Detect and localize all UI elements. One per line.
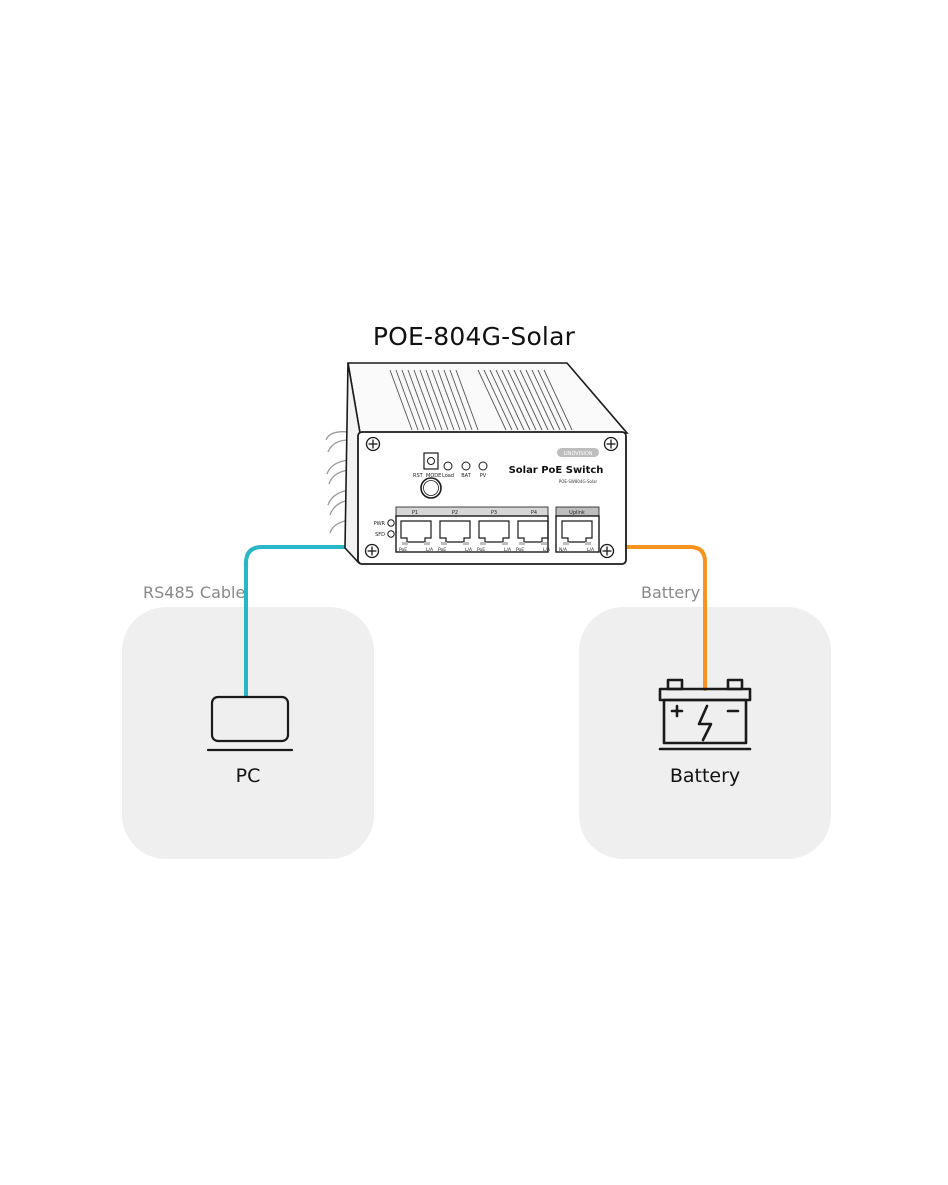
port-p1-poe: PoE [399, 547, 407, 553]
led-bat-icon [461, 461, 471, 471]
device-name: Solar PoE Switch [509, 465, 604, 476]
mode-button-icon [420, 477, 442, 499]
uplink-na: N/A [559, 547, 568, 553]
rs485-cable-label: RS485 Cable [143, 583, 246, 602]
battery-cable [620, 545, 707, 691]
led-pwr-label: PWR [374, 521, 386, 527]
port-p4-la: L/A [543, 547, 551, 553]
port-label-p3: P3 [491, 510, 497, 516]
port-header-bar [395, 506, 549, 517]
screw-icon [364, 436, 619, 559]
port-label-p4: P4 [531, 510, 537, 516]
port-p4-poe: PoE [516, 547, 524, 553]
brand-text: LINOVISION [563, 451, 592, 457]
reset-button-icon [423, 452, 439, 470]
brand-badge [557, 448, 599, 457]
battery-label: Battery [669, 765, 741, 787]
laptop-icon [206, 695, 294, 752]
uplink-la: L/A [587, 547, 595, 553]
port-p1-la: L/A [426, 547, 434, 553]
reset-button-label: RST [413, 473, 424, 479]
port-p2-la: L/A [465, 547, 473, 553]
port-p2-poe: PoE [438, 547, 446, 553]
port-p3-poe: PoE [477, 547, 485, 553]
led-pv-label: PV [480, 473, 487, 479]
led-pwr-icon [387, 519, 395, 527]
battery-cable-label: Battery [641, 583, 701, 602]
poe-switch-device: RST MODE Load BAT PV LINOVISION Solar Po… [325, 362, 629, 565]
rs485-cable [244, 545, 360, 699]
pc-label: PC [235, 765, 261, 787]
device-model: POE-SW804G-Solar [559, 479, 598, 484]
diagram-title: POE-804G-Solar [372, 322, 576, 351]
port-p3-la: L/A [504, 547, 512, 553]
battery-icon [658, 678, 752, 751]
led-sfd-label: SFD [375, 532, 385, 538]
led-pv-icon [478, 461, 488, 471]
mode-button-label: MODE [426, 473, 441, 479]
led-sfd-icon [387, 530, 395, 538]
uplink-label: Uplink [569, 510, 585, 516]
led-bat-label: BAT [461, 473, 471, 479]
led-load-icon [443, 461, 453, 471]
port-label-p2: P2 [452, 510, 458, 516]
led-load-label: Load [442, 473, 454, 479]
port-label-p1: P1 [412, 510, 418, 516]
